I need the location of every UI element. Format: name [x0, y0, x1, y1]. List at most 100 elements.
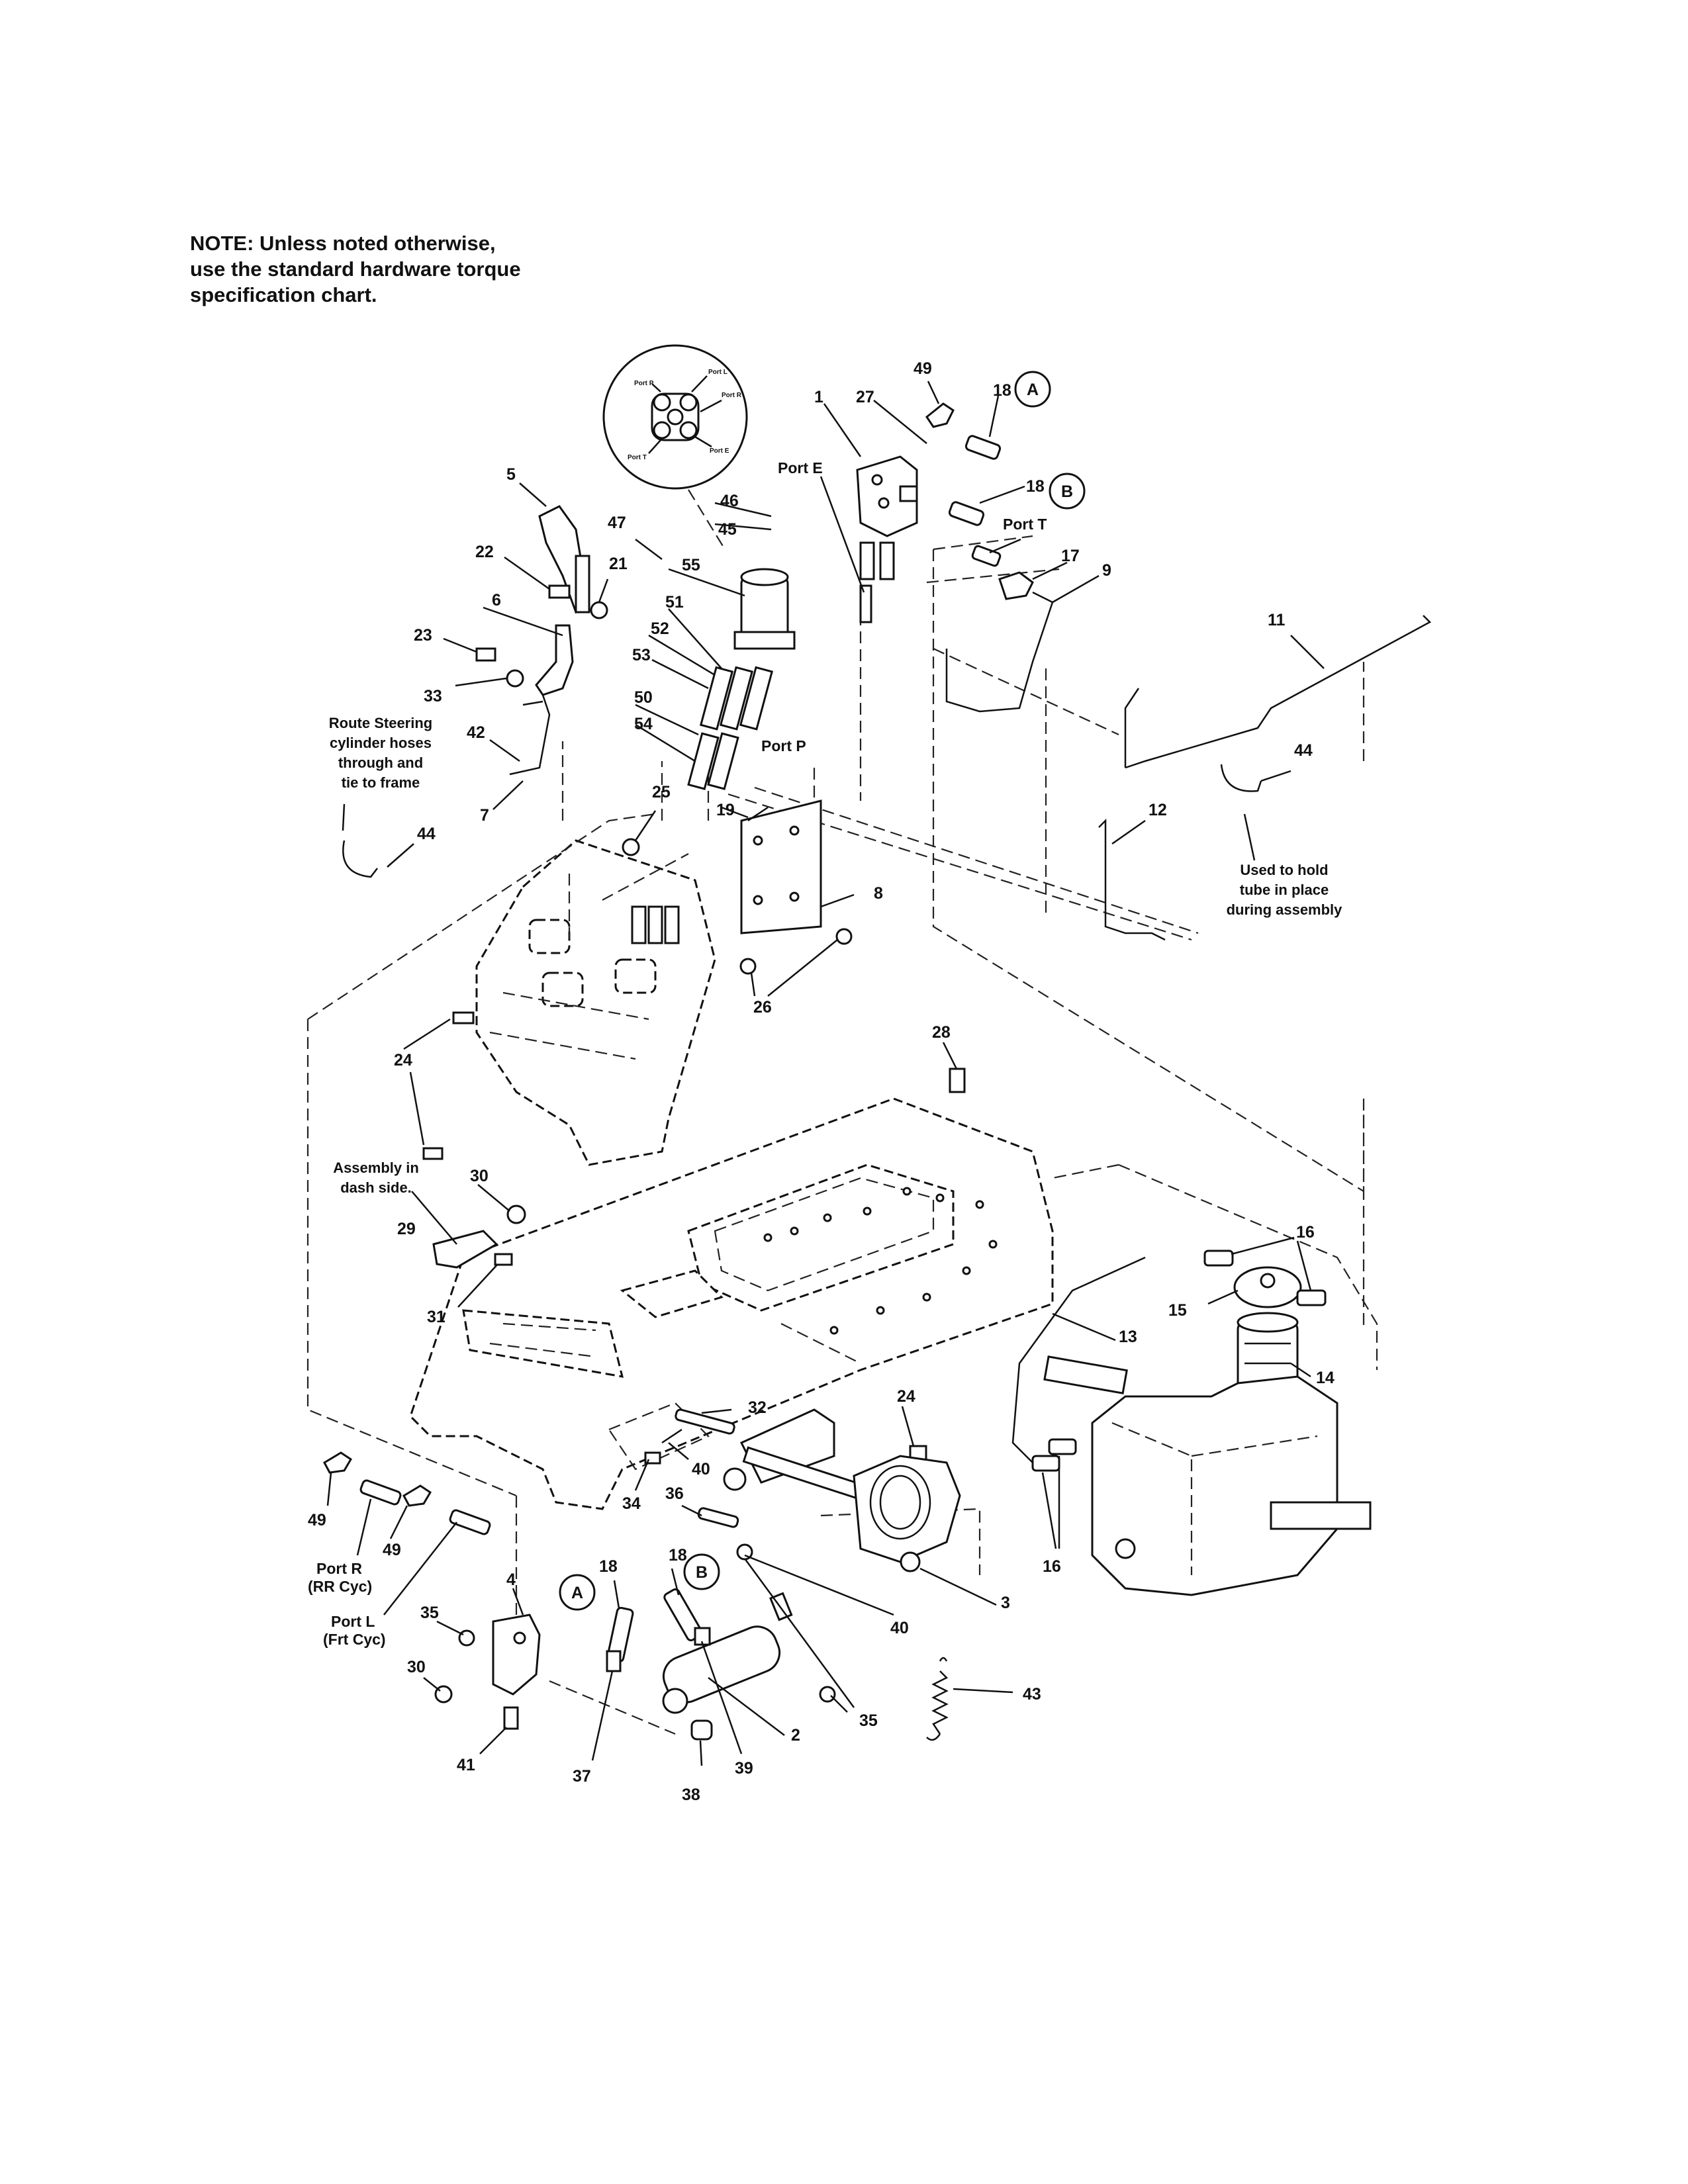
- callout-3: 3: [1001, 1594, 1010, 1612]
- callout-7: 7: [480, 806, 489, 825]
- torque-note: NOTE: Unless noted otherwise, use the st…: [190, 230, 561, 308]
- label-port-r-sub: (RR Cyc): [308, 1578, 372, 1595]
- callout-43: 43: [1023, 1685, 1041, 1704]
- fitting-port-l: [449, 1509, 491, 1535]
- callout-38: 38: [682, 1786, 700, 1804]
- callout-9: 9: [1102, 561, 1111, 580]
- bracket-4: [492, 1614, 541, 1696]
- callout-41: 41: [457, 1756, 475, 1774]
- main-chassis-frame: [409, 1097, 1054, 1510]
- svg-text:through and: through and: [338, 754, 423, 771]
- svg-text:B: B: [696, 1563, 708, 1582]
- svg-text:cylinder hoses: cylinder hoses: [330, 735, 432, 751]
- callout-12: 12: [1149, 801, 1167, 819]
- cylinder-2: [662, 1592, 793, 1714]
- callout-45: 45: [718, 520, 737, 539]
- port-labels: Port E Port T Port P Port R (RR Cyc) Por…: [308, 459, 1047, 1648]
- callout-35-right: 35: [859, 1711, 878, 1730]
- svg-text:Assembly in: Assembly in: [333, 1160, 419, 1176]
- callout-40-lower: 40: [890, 1619, 909, 1637]
- callout-24-lower: 24: [897, 1387, 915, 1406]
- fitting-port-r: [359, 1479, 402, 1506]
- callout-30-lower: 30: [407, 1658, 426, 1676]
- hose-fittings-50-54: [687, 732, 739, 790]
- callout-46: 46: [720, 492, 739, 510]
- fitting-16-lower: [1296, 1289, 1327, 1306]
- fitting-16-upper: [1203, 1250, 1234, 1267]
- callout-40-upper: 40: [692, 1460, 710, 1479]
- callout-37: 37: [573, 1767, 591, 1786]
- washer-35-lower: [819, 1686, 836, 1703]
- label-port-l: Port L: [331, 1613, 375, 1630]
- callout-15: 15: [1168, 1301, 1187, 1320]
- callout-47: 47: [608, 514, 626, 532]
- callout-18-c: 18: [599, 1557, 618, 1576]
- callout-34: 34: [622, 1494, 641, 1513]
- tube-11-side: [1124, 688, 1140, 768]
- spring-43: [926, 1657, 949, 1741]
- svg-text:A: A: [571, 1584, 583, 1602]
- port-detail-circle: Port P Port L Port R Port T Port E: [602, 344, 748, 550]
- pin-40-upper: [661, 1428, 682, 1444]
- frame-holes: [763, 1187, 998, 1335]
- callout-33: 33: [424, 687, 442, 705]
- callout-29: 29: [397, 1220, 416, 1238]
- callout-numbers: 1 2 3 4 5 6 7 8 9 11 12 13 14 15 16 16 1…: [308, 359, 1335, 1804]
- callout-53: 53: [632, 646, 651, 664]
- callout-5: 5: [506, 465, 516, 484]
- pin-36: [697, 1507, 739, 1528]
- svg-text:Route Steering: Route Steering: [329, 715, 432, 731]
- rod-7: [509, 694, 551, 776]
- tube-11: [1125, 615, 1432, 769]
- torque-note-line-1: NOTE: Unless noted otherwise,: [190, 232, 496, 255]
- nut-30-upper: [506, 1205, 526, 1224]
- callout-1: 1: [814, 388, 823, 406]
- bracket-6: [535, 624, 574, 696]
- svg-text:dash side.: dash side.: [340, 1179, 412, 1196]
- nut-25: [622, 838, 640, 856]
- detail-port-r: Port R: [722, 392, 742, 399]
- fitting-49-left-b: [402, 1484, 432, 1507]
- detail-port-l: Port L: [708, 369, 727, 376]
- callout-49-left: 49: [308, 1511, 326, 1529]
- bolts-24-tower: [422, 1011, 475, 1160]
- annotation-used-to-hold: Used to hold tube in place during assemb…: [1227, 862, 1343, 918]
- oil-filter-14: [1237, 1312, 1299, 1394]
- callout-55: 55: [682, 556, 700, 574]
- pin-19: [747, 806, 769, 822]
- handle-5: [538, 505, 590, 614]
- filter-base-15: [1233, 1266, 1302, 1308]
- tower-valve-fittings: [631, 905, 680, 944]
- tie-clip-44-right: [1220, 764, 1262, 792]
- tube-13: [1011, 1256, 1146, 1463]
- callout-50: 50: [634, 688, 653, 707]
- callout-4: 4: [506, 1570, 516, 1589]
- callout-36: 36: [665, 1484, 684, 1503]
- callout-8: 8: [874, 884, 883, 903]
- fitting-37: [606, 1650, 622, 1672]
- svg-text:tube in place: tube in place: [1240, 882, 1329, 898]
- tie-clip-44-left: [342, 840, 378, 878]
- port-cross-fitting: [651, 392, 700, 441]
- callout-2: 2: [791, 1726, 800, 1745]
- svg-text:B: B: [1061, 482, 1073, 501]
- annotation-route-steering: Route Steering cylinder hoses through an…: [329, 715, 432, 791]
- callout-16-upper: 16: [1296, 1223, 1315, 1242]
- label-port-r: Port R: [316, 1560, 362, 1577]
- callout-19: 19: [716, 801, 735, 819]
- label-port-t: Port T: [1003, 516, 1047, 533]
- nuts-26: [739, 928, 853, 975]
- callout-18-a: 18: [993, 381, 1011, 400]
- tube-9: [945, 591, 1054, 713]
- callout-13: 13: [1119, 1328, 1137, 1346]
- bolt-23: [475, 647, 496, 662]
- callout-23: 23: [414, 626, 432, 645]
- label-port-e: Port E: [778, 459, 823, 477]
- steering-valve-1: [856, 455, 918, 623]
- annotation-assembly-dash-side: Assembly in dash side.: [333, 1160, 419, 1196]
- callout-39: 39: [735, 1759, 753, 1778]
- torque-note-line-3: specification chart.: [190, 283, 377, 306]
- callout-49-right: 49: [383, 1541, 401, 1559]
